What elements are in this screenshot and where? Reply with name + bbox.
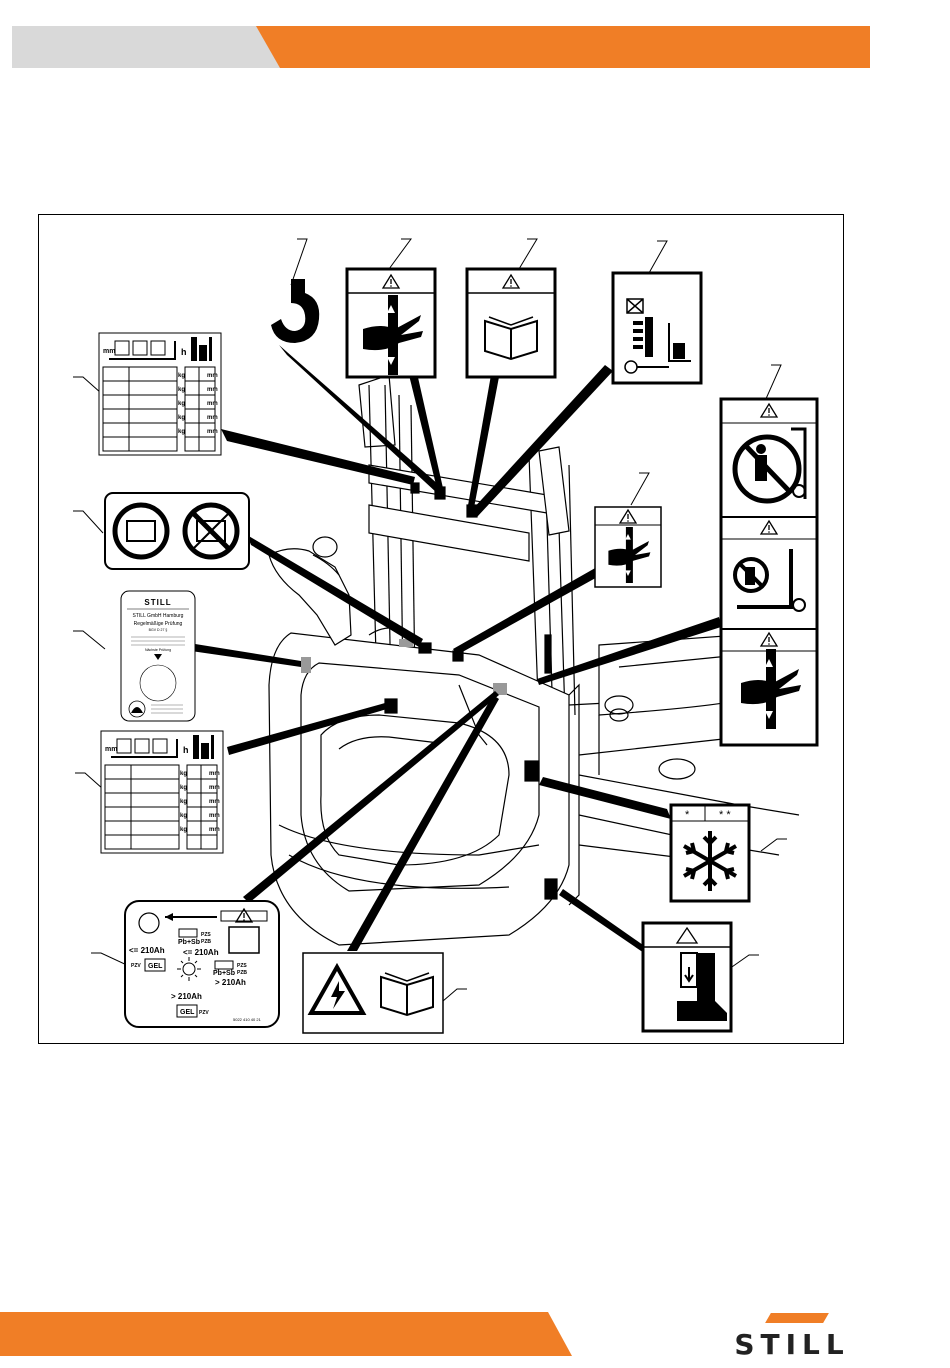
hand-crush-warning-small-label [595,507,661,587]
battery-part-no: 5022 410 40 21 [233,1017,262,1022]
header-orange-band [256,26,870,68]
inspection-brand: STILL [144,598,171,607]
chart-mm: mm [207,373,218,379]
battery-gt-210: > 210Ah [215,978,246,987]
chart-unit-mm: mm [105,746,117,753]
battery-pzs-1: PZS [201,932,211,938]
chart-unit-h: h [181,347,187,357]
chart-mm: mm [207,401,218,407]
battery-charging-label: Pb+Sb PZS PZB <= 210Ah <= 210Ah PZV GEL … [125,901,279,1027]
battery-pzb-1: PZB [201,939,211,945]
load-capacity-chart-bottom: mm h kg kg kg kg kg mm mm mm [101,731,223,853]
inspection-title: Regelmäßige Prüfung [134,621,183,627]
truck-labels-drawing: mm h kg kg kg kg kg mm mm mm [39,215,844,1044]
chart-kg: kg [178,373,185,379]
still-logo-text: STILL [712,1328,872,1361]
battery-pzv-2: PZV [199,1010,209,1016]
chart-kg: kg [178,401,185,407]
inspection-next: Nächste Prüfung [145,648,171,652]
electric-shock-label [303,953,443,1033]
battery-gel-1: GEL [148,963,163,970]
battery-pzb-2: PZB [237,970,247,976]
chart-mm: mm [207,429,218,435]
chart-kg: kg [180,799,187,805]
read-manual-label [467,269,555,377]
footer-orange-band [0,1312,572,1356]
inspection-sticker: STILL STILL GmbH Hamburg Regelmäßige Prü… [121,591,195,721]
battery-pzv-1: PZV [131,963,141,969]
label-location-figure: mm h kg kg kg kg kg mm mm mm [38,214,844,1044]
battery-le-210: <= 210Ah [129,946,165,955]
foot-crush-warning-label [643,923,731,1031]
chart-kg: kg [180,827,187,833]
still-logo-mark [765,1313,829,1323]
chart-mm: mm [209,785,220,791]
operator-warning-panel-label [721,399,817,745]
chart-unit-mm: mm [103,348,115,355]
chart-kg: kg [180,785,187,791]
load-capacity-chart-top: mm h kg kg kg kg kg mm mm mm [99,333,221,455]
header-grey-band [12,26,280,68]
battery-pbsb-2: Pb+Sb [213,970,235,977]
battery-gel-2: GEL [180,1009,195,1016]
inspection-company: STILL GmbH Hamburg [133,613,184,619]
chart-kg: kg [178,415,185,421]
hand-crush-warning-label [347,269,435,377]
chart-mm: mm [209,771,220,777]
battery-pzs-2: PZS [237,963,247,969]
inspection-subtitle: BGV D 27 § [149,628,168,632]
battery-prohibition-label [105,493,249,569]
battery-pbsb-1: Pb+Sb [178,939,200,946]
chart-mm: mm [207,415,218,421]
chart-kg: kg [178,387,185,393]
chart-unit-h: h [183,745,189,755]
chart-kg: kg [178,429,185,435]
chart-mm: mm [209,813,220,819]
load-hazard-label [613,273,701,383]
cold-store-label: * * * [671,805,749,901]
battery-le-210-b: <= 210Ah [183,948,219,957]
chart-mm: mm [209,827,220,833]
chart-mm: mm [209,799,220,805]
freezer-star-single: * [685,809,690,821]
chart-kg: kg [180,771,187,777]
crane-hook-label [271,279,319,343]
battery-gt-210-b: > 210Ah [171,992,202,1001]
freezer-star-double: * * [719,809,731,821]
chart-kg: kg [180,813,187,819]
chart-mm: mm [207,387,218,393]
